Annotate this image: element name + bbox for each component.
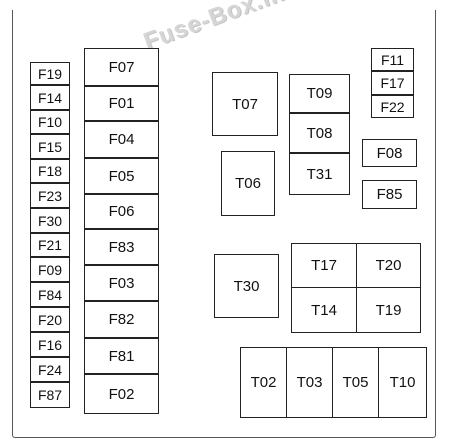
fuse-F83: F83: [84, 229, 159, 265]
fuse-F82: F82: [84, 301, 159, 338]
fuse-F11: F11: [371, 48, 414, 71]
fuse-F05: F05: [84, 158, 159, 194]
relay-T09: T09: [289, 74, 350, 113]
relay-T08: T08: [289, 113, 350, 153]
fuse-F24: F24: [30, 357, 70, 382]
fuse-F87: F87: [30, 382, 70, 408]
fuse-F85: F85: [362, 180, 417, 209]
fuse-F20: F20: [30, 307, 70, 332]
fuse-F01: F01: [84, 86, 159, 121]
relay-T30: T30: [214, 254, 279, 318]
relay-T06: T06: [221, 151, 275, 216]
fuse-F21: F21: [30, 233, 70, 257]
relay-T02: T02: [240, 347, 287, 418]
relay-T05: T05: [332, 347, 379, 418]
fuse-F10: F10: [30, 110, 70, 134]
fuse-F18: F18: [30, 159, 70, 183]
fuse-F17: F17: [371, 71, 414, 95]
relay-T03: T03: [286, 347, 333, 418]
fuse-F84: F84: [30, 282, 70, 307]
relay-T20: T20: [356, 243, 421, 288]
fuse-F30: F30: [30, 208, 70, 233]
relay-T19: T19: [356, 287, 421, 333]
relay-T14: T14: [291, 287, 357, 333]
relay-T07: T07: [212, 72, 278, 136]
fuse-F14: F14: [30, 85, 70, 110]
fuse-F06: F06: [84, 194, 159, 229]
relay-T17: T17: [291, 243, 357, 288]
fuse-F02: F02: [84, 374, 159, 414]
fuse-box-outline: [12, 10, 436, 438]
fuse-F07: F07: [84, 48, 159, 86]
fuse-F04: F04: [84, 121, 159, 158]
fuse-F03: F03: [84, 265, 159, 301]
fuse-F16: F16: [30, 332, 70, 357]
relay-T10: T10: [378, 347, 427, 418]
fuse-F81: F81: [84, 338, 159, 374]
fuse-F22: F22: [371, 95, 414, 118]
fuse-F08: F08: [362, 139, 417, 167]
fuse-F23: F23: [30, 183, 70, 208]
relay-T31: T31: [289, 153, 350, 195]
fuse-F09: F09: [30, 257, 70, 282]
fuse-F15: F15: [30, 134, 70, 159]
fuse-F19: F19: [30, 62, 70, 85]
